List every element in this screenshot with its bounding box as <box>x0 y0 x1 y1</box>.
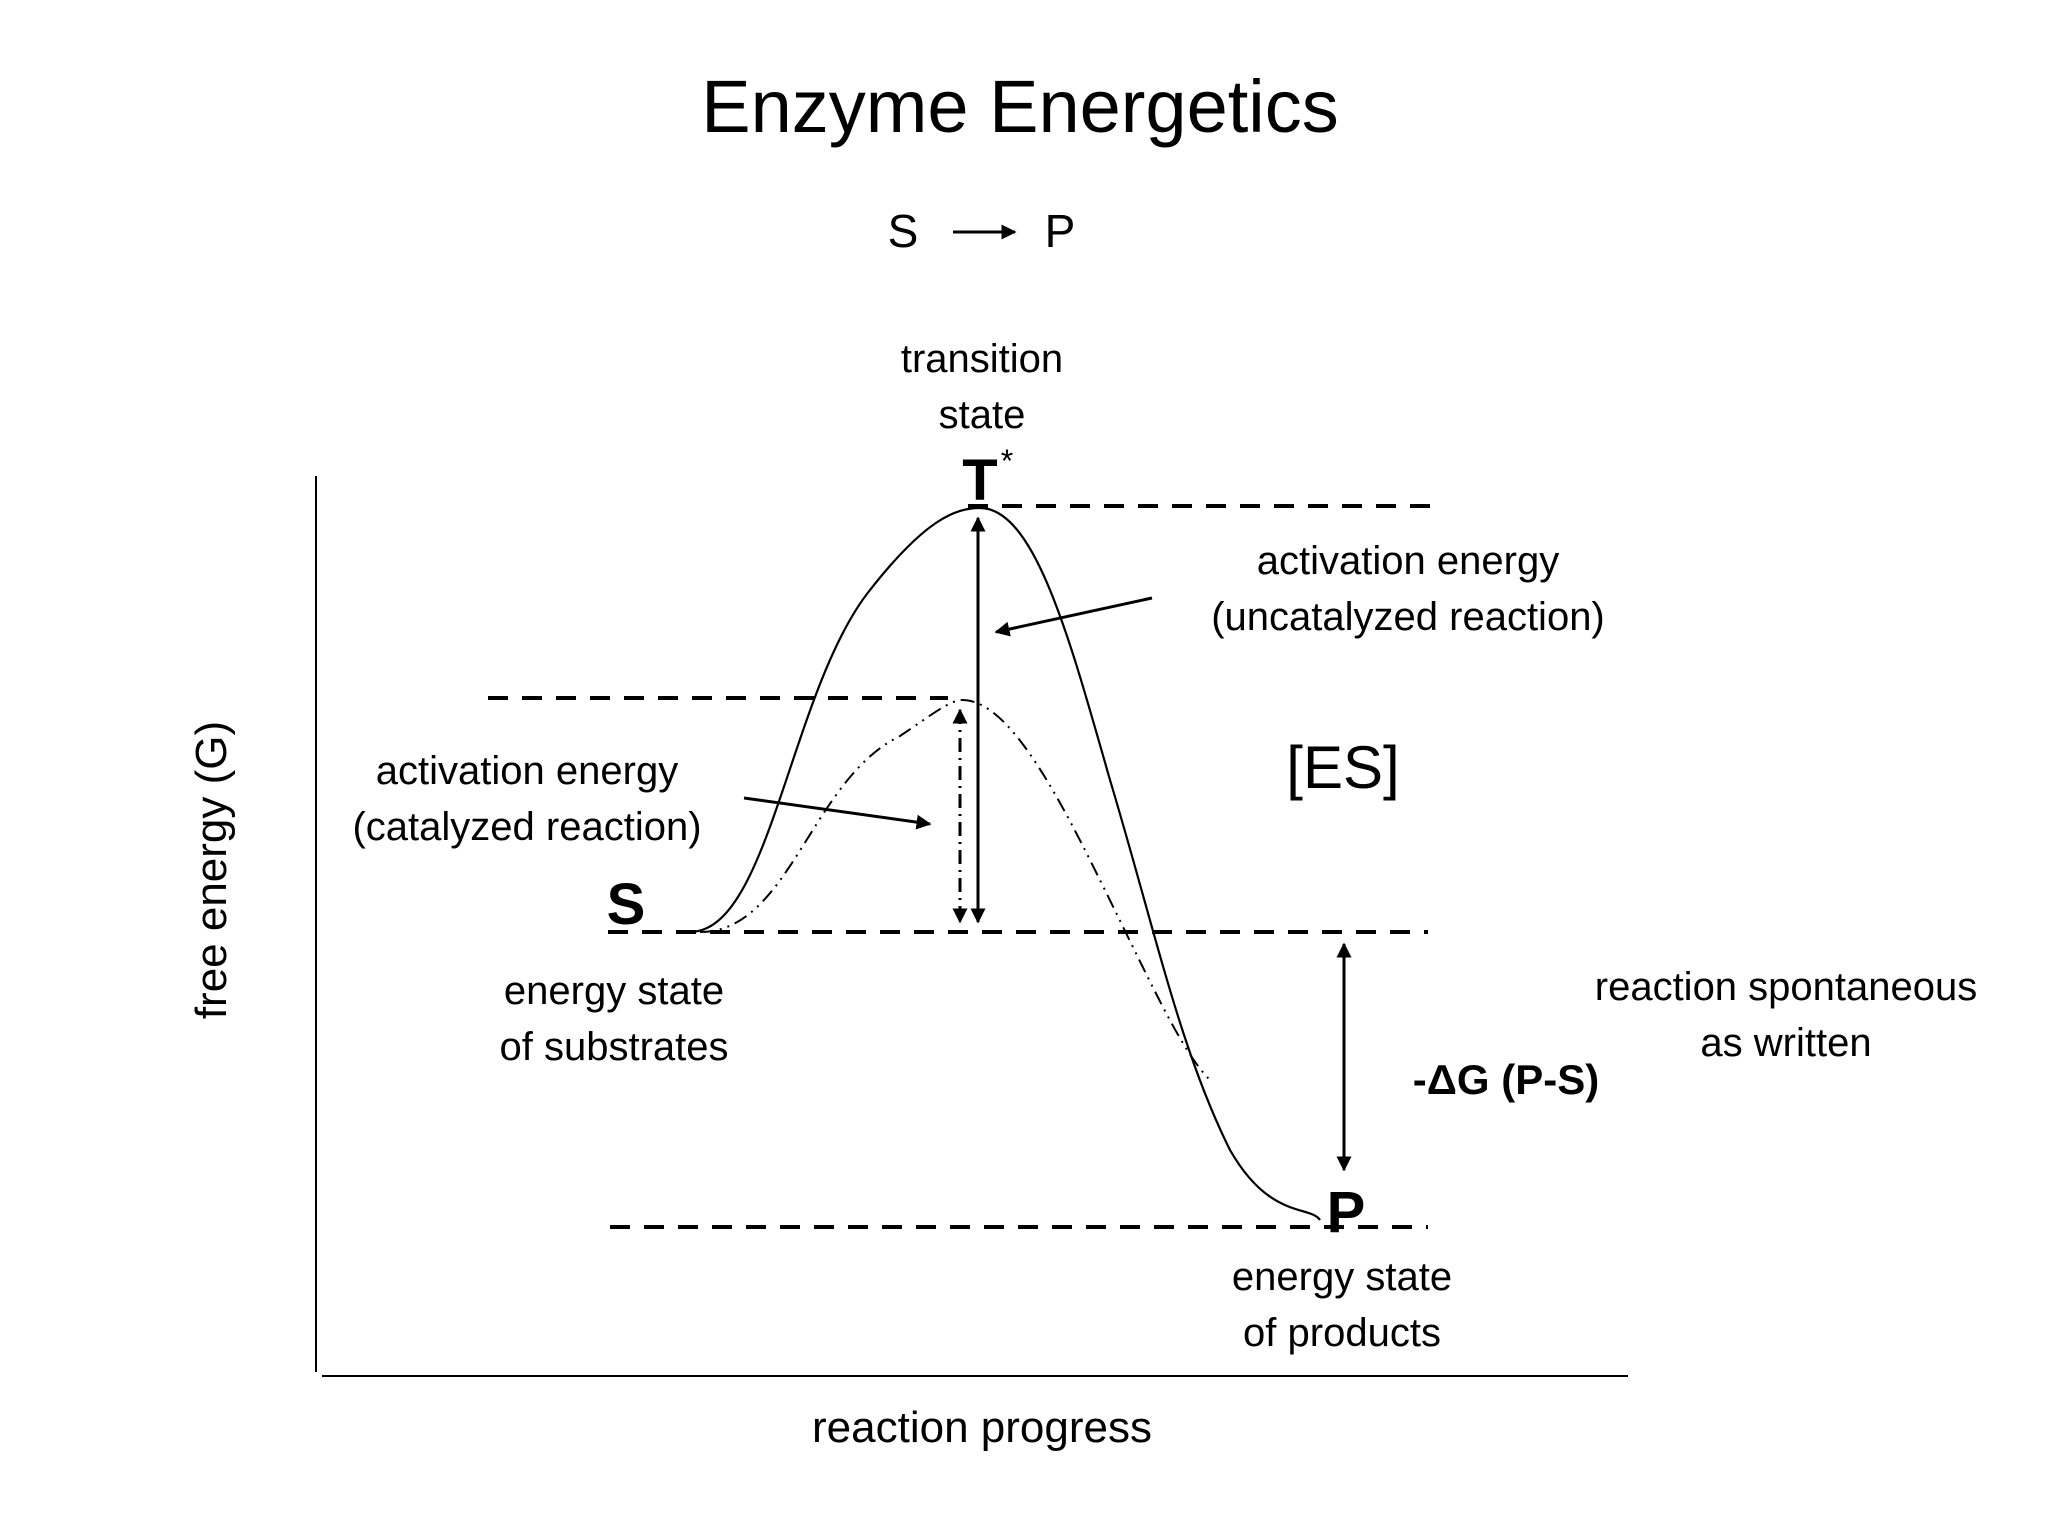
product-label-line1: energy state <box>1232 1255 1452 1299</box>
es-complex-label: [ES] <box>1286 734 1399 801</box>
catalyzed-curve <box>699 698 1211 1081</box>
delta-g-label: -ΔG (P-S) <box>1413 1056 1600 1103</box>
transition-state-label-line1: transition <box>901 337 1063 381</box>
reaction-product-symbol: P <box>1045 205 1076 257</box>
spontaneous-label-line1: reaction spontaneous <box>1595 965 1978 1009</box>
transition-state-label-line2: state <box>939 393 1026 437</box>
catalyzed-label-line1: activation energy <box>376 749 678 793</box>
uncatalyzed-curve <box>689 506 1321 1221</box>
substrate-symbol: S <box>607 872 646 937</box>
catalyzed-label-line2: (catalyzed reaction) <box>352 805 701 849</box>
uncatalyzed-label-line1: activation energy <box>1257 539 1559 583</box>
uncatalyzed-label-line2: (uncatalyzed reaction) <box>1211 595 1605 639</box>
spontaneous-label-line2: as written <box>1700 1021 1871 1065</box>
substrate-label-line2: of substrates <box>499 1025 728 1069</box>
transition-state-symbol: T <box>962 448 997 513</box>
x-axis-label: reaction progress <box>812 1403 1152 1452</box>
substrate-label-line1: energy state <box>504 969 724 1013</box>
product-symbol: P <box>1327 1180 1366 1245</box>
reaction-substrate-symbol: S <box>888 205 919 257</box>
product-label-line2: of products <box>1243 1311 1441 1355</box>
uncatalyzed-pointer-arrow <box>994 596 1153 637</box>
catalyzed-pointer-arrow <box>743 796 932 830</box>
diagram-title: Enzyme Energetics <box>701 65 1339 148</box>
transition-state-superscript: * <box>1001 443 1013 479</box>
y-axis-label: free energy (G) <box>187 721 236 1019</box>
